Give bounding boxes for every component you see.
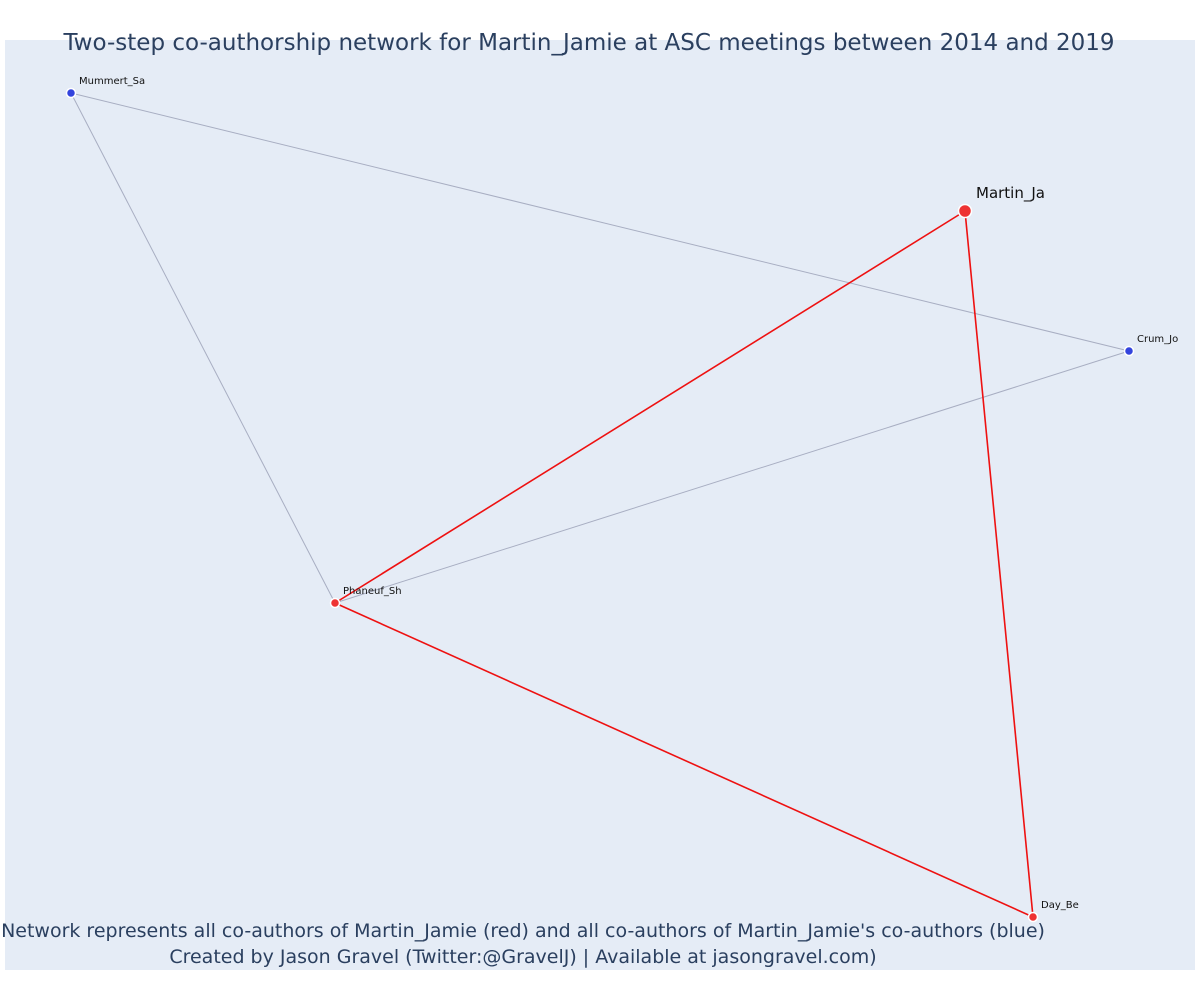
node-label: Phaneuf_Sh bbox=[343, 586, 402, 597]
caption-line-1: Network represents all co-authors of Mar… bbox=[1, 920, 1045, 942]
network-title: Two-step co-authorship network for Marti… bbox=[63, 30, 1115, 56]
node-Crum_Jo[interactable]: Crum_Jo bbox=[1123, 334, 1179, 357]
plot-background bbox=[5, 40, 1195, 970]
node-marker[interactable] bbox=[1027, 911, 1039, 923]
node-Day_Be[interactable]: Day_Be bbox=[1027, 900, 1079, 923]
edge-Martin_Ja-Day_Be bbox=[964, 210, 1034, 918]
node-label: Crum_Jo bbox=[1137, 334, 1178, 345]
node-marker[interactable] bbox=[65, 87, 77, 99]
edges-layer bbox=[70, 92, 1130, 918]
edge-Martin_Ja-Phaneuf_Sh bbox=[334, 210, 966, 604]
node-Martin_Ja[interactable]: Martin_Ja bbox=[957, 184, 1045, 219]
edge-Phaneuf_Sh-Day_Be bbox=[334, 602, 1034, 918]
edge-Mummert_Sa-Phaneuf_Sh bbox=[70, 92, 336, 604]
caption-line-2: Created by Jason Gravel (Twitter:@Gravel… bbox=[169, 946, 877, 968]
node-label: Day_Be bbox=[1041, 900, 1079, 911]
node-label: Martin_Ja bbox=[976, 184, 1045, 203]
network-caption: Network represents all co-authors of Mar… bbox=[0, 918, 1046, 970]
node-marker[interactable] bbox=[957, 203, 973, 219]
node-Phaneuf_Sh[interactable]: Phaneuf_Sh bbox=[329, 586, 402, 609]
edge-Mummert_Sa-Crum_Jo bbox=[70, 92, 1130, 352]
edge-Crum_Jo-Phaneuf_Sh bbox=[334, 350, 1130, 604]
node-label: Mummert_Sa bbox=[79, 76, 145, 87]
node-Mummert_Sa[interactable]: Mummert_Sa bbox=[65, 76, 146, 99]
node-marker[interactable] bbox=[329, 597, 341, 609]
node-marker[interactable] bbox=[1123, 345, 1135, 357]
